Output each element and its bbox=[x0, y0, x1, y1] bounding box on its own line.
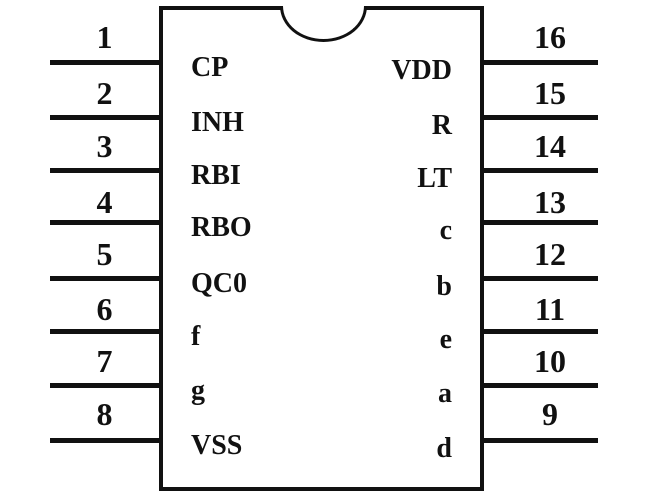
pin-12-number: 12 bbox=[534, 236, 566, 272]
pin-16-lead bbox=[484, 60, 598, 65]
pin-5-number: 5 bbox=[96, 236, 113, 272]
pin-16-label-vdd: VDD bbox=[391, 55, 452, 86]
pin-13-number: 13 bbox=[534, 184, 566, 220]
pin-3-lead bbox=[50, 168, 159, 173]
pin-12-label-b: b bbox=[436, 271, 452, 302]
pin-8-lead bbox=[50, 438, 159, 443]
pin-13-lead bbox=[484, 220, 598, 225]
pin-15-label-r: R bbox=[431, 110, 452, 141]
pin-5-label-qc0: QC0 bbox=[191, 268, 247, 299]
pin-3-number: 3 bbox=[96, 128, 113, 164]
pin-2-label-inh: INH bbox=[191, 107, 244, 138]
pin-11-label-e: e bbox=[439, 324, 452, 355]
pin-13-label-c: c bbox=[439, 215, 452, 246]
pin-1-number: 1 bbox=[96, 19, 113, 55]
pin-11-lead bbox=[484, 329, 598, 334]
pin-5-lead bbox=[50, 276, 159, 281]
pin-15-number: 15 bbox=[534, 75, 566, 111]
pin-10-lead bbox=[484, 383, 598, 388]
pin-1-label-cp: CP bbox=[191, 52, 229, 83]
pin-10-number: 10 bbox=[534, 343, 566, 379]
pin-9-label-d: d bbox=[436, 433, 452, 464]
pin-11-number: 11 bbox=[534, 291, 566, 327]
pin-16-number: 16 bbox=[534, 19, 566, 55]
pin-6-lead bbox=[50, 329, 159, 334]
pin-10-label-a: a bbox=[438, 378, 452, 409]
pin-7-number: 7 bbox=[96, 343, 113, 379]
pin-4-label-rbo: RBO bbox=[191, 212, 252, 243]
pin-8-label-vss: VSS bbox=[191, 430, 243, 461]
pin-1-lead bbox=[50, 60, 159, 65]
pin-6-number: 6 bbox=[96, 291, 113, 327]
ic-package-body bbox=[159, 6, 484, 491]
pin-7-label-g: g bbox=[191, 375, 205, 406]
pin-3-label-rbi: RBI bbox=[191, 160, 241, 191]
pin-15-lead bbox=[484, 115, 598, 120]
pin-14-label-lt: LT bbox=[417, 163, 452, 194]
pin-2-lead bbox=[50, 115, 159, 120]
pin-4-number: 4 bbox=[96, 184, 113, 220]
pin-6-label-f: f bbox=[191, 321, 201, 352]
pin-14-lead bbox=[484, 168, 598, 173]
pin-2-number: 2 bbox=[96, 75, 113, 111]
pin-9-lead bbox=[484, 438, 598, 443]
pin-7-lead bbox=[50, 383, 159, 388]
pin-12-lead bbox=[484, 276, 598, 281]
pin-8-number: 8 bbox=[96, 396, 113, 432]
pin-14-number: 14 bbox=[534, 128, 566, 164]
pin-4-lead bbox=[50, 220, 159, 225]
pin-9-number: 9 bbox=[542, 396, 558, 432]
